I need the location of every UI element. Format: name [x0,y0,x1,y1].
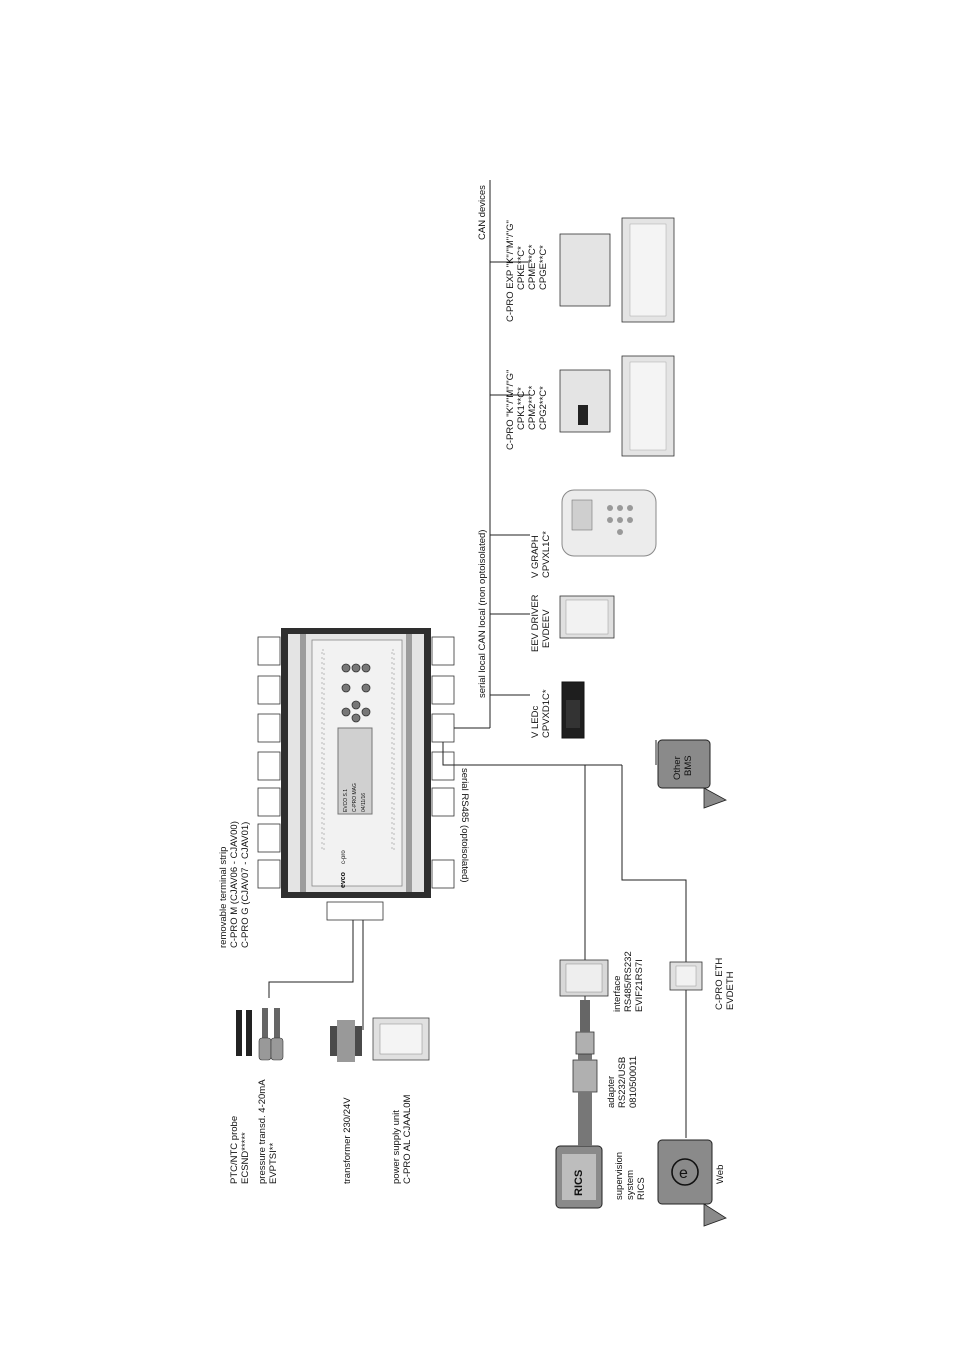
cpro-exp-icon [559,217,675,323]
adapter-cable-icon [572,1040,598,1146]
rics-box: RICS [555,1145,603,1209]
eev-label-1: EEV DRIVER [530,594,541,652]
interface-label-1: interface [612,976,623,1012]
web-box: e [657,1139,727,1227]
cpro-kmg-icon [559,355,675,457]
exp-label-2: CPKE**C* [516,246,527,290]
web-label: Web [715,1165,726,1184]
bms-box [657,739,727,809]
power-terminal-strip [326,901,384,921]
terminal-label-2: C-PRO M (CJAV06 - CJAV00) [229,821,240,948]
power-supply-icon [372,1017,430,1061]
vled-label-2: CPVXD1C* [541,689,552,738]
probe-label-1: PTC/NTC probe [229,1116,240,1184]
controller-keypad [341,663,371,723]
pressure-label-1: pressure transd. 4-20mA [257,1079,268,1184]
rics-label-2: system [625,1170,636,1200]
adapter-label-3: 0810500011 [628,1056,639,1108]
display-line-1: EVCO S.1 [343,789,349,812]
rics-label-3: RICS [636,1177,647,1200]
exp-label-4: CPGE**C* [538,245,549,290]
exp-label-3: CPME**C* [527,244,538,290]
wiring [268,180,687,1146]
cpro-label-2: CPK1**C* [516,387,527,430]
can-devices-label: CAN devices [477,185,488,240]
interface-label-2: RS485/RS232 [623,951,634,1012]
rs485-label: serial RS485 (optoisolated) [459,768,470,883]
connector-icon [575,1000,595,1055]
adapter-label-2: RS232/USB [617,1057,628,1108]
cpro-eth-icon [669,961,703,991]
web-icon: e [679,1165,688,1182]
cpro-label-4: CPG2**C* [538,386,549,430]
display-line-2: C-PRO MAG [352,783,358,812]
transformer-icon [330,1020,362,1062]
eth-label-2: EVDETH [725,971,736,1010]
bms-label-2: BMS [683,755,694,776]
interface-label-3: EVIF21RS7I [634,959,645,1012]
terminal-label-3: C-PRO G (CJAV07 - CJAV01) [240,822,251,948]
adapter-label-1: adapter [606,1076,617,1108]
terminal-blocks-bottom [431,636,455,889]
pressure-label-2: EVPTSI** [268,1143,279,1184]
vgraph-icon [561,489,657,557]
eev-driver-icon [559,595,615,639]
vgraph-label-2: CPVXL1C* [541,531,552,578]
controller-model: c-pro [341,850,347,864]
psu-label-2: C-PRO AL CJAAL0M [402,1095,413,1184]
controller-display [337,727,373,815]
cpro-label-3: CPM2**C* [527,385,538,430]
vled-label-1: V LEDc [530,706,541,738]
cpro-label-1: C-PRO "K"/"M"/"G" [505,370,516,450]
vled-icon [561,681,585,739]
terminal-label-1: removable terminal strip [218,847,229,948]
display-line-3: 04/11/16 [361,793,367,812]
terminal-blocks-top [257,636,281,889]
controller-brand: evco [340,872,347,888]
probe-label-2: ECSND***** [240,1132,251,1184]
can-local-label: serial local CAN local (non optoisolated… [477,530,488,698]
rics-label-1: supervision [614,1152,625,1200]
probe-icon [236,1008,284,1061]
vgraph-label-1: V GRAPH [530,535,541,578]
transformer-label: transformer 230/24V [342,1097,353,1184]
eth-label-1: C-PRO ETH [714,958,725,1010]
psu-label-1: power supply unit [391,1110,402,1184]
rics-logo: RICS [573,1170,585,1196]
interface-icon [559,959,609,997]
main-controller: EVCO S.1 C-PRO MAG 04/11/16 evco c-pro [281,628,431,898]
bms-label-1: Other [672,756,683,780]
exp-label-1: C-PRO EXP "K"/"M"/"G" [505,220,516,322]
eev-label-2: EVDEEV [541,609,552,648]
